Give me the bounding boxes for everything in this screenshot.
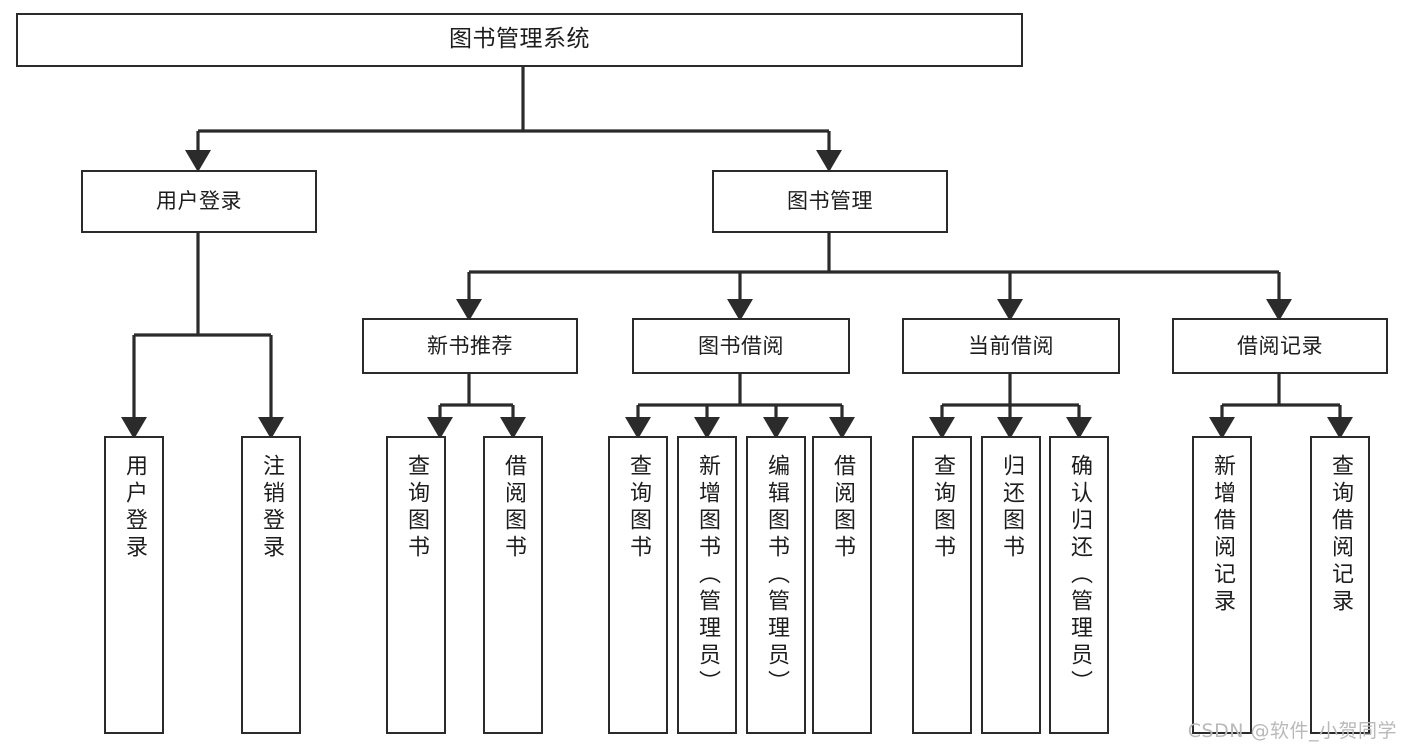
node-leaf-query-book-3-label: 查询图书 bbox=[930, 454, 955, 562]
node-new-book-recommend-label: 新书推荐 bbox=[427, 333, 513, 358]
node-leaf-query-book-3[interactable]: 查询图书 bbox=[912, 436, 972, 734]
node-user-login[interactable]: 用户登录 bbox=[81, 170, 317, 233]
node-leaf-borrow-book-2[interactable]: 借阅图书 bbox=[812, 436, 872, 734]
node-leaf-confirm-return-label: 确认归还（管理员） bbox=[1067, 454, 1092, 697]
node-book-borrow-label: 图书借阅 bbox=[698, 333, 784, 358]
node-borrow-record-label: 借阅记录 bbox=[1237, 333, 1323, 358]
node-leaf-user-login-label: 用户登录 bbox=[122, 454, 147, 562]
node-leaf-add-book[interactable]: 新增图书（管理员） bbox=[677, 436, 737, 734]
node-leaf-add-record[interactable]: 新增借阅记录 bbox=[1192, 436, 1252, 734]
node-leaf-return-book[interactable]: 归还图书 bbox=[981, 436, 1041, 734]
node-leaf-confirm-return[interactable]: 确认归还（管理员） bbox=[1049, 436, 1109, 734]
node-borrow-record[interactable]: 借阅记录 bbox=[1172, 318, 1388, 374]
node-leaf-query-book-2-label: 查询图书 bbox=[626, 454, 651, 562]
node-book-borrow[interactable]: 图书借阅 bbox=[632, 318, 850, 374]
node-leaf-return-book-label: 归还图书 bbox=[999, 454, 1024, 562]
node-leaf-query-book-1-label: 查询图书 bbox=[404, 454, 429, 562]
node-leaf-add-record-label: 新增借阅记录 bbox=[1210, 454, 1235, 616]
node-leaf-borrow-book-1-label: 借阅图书 bbox=[501, 454, 526, 562]
node-current-borrow[interactable]: 当前借阅 bbox=[902, 318, 1120, 374]
node-leaf-query-record-label: 查询借阅记录 bbox=[1328, 454, 1353, 616]
node-root-system[interactable]: 图书管理系统 bbox=[16, 13, 1023, 67]
node-book-manage[interactable]: 图书管理 bbox=[712, 170, 948, 233]
node-leaf-query-book-2[interactable]: 查询图书 bbox=[608, 436, 668, 734]
node-leaf-user-logout-label: 注销登录 bbox=[259, 454, 284, 562]
node-leaf-query-book-1[interactable]: 查询图书 bbox=[386, 436, 446, 734]
node-user-login-label: 用户登录 bbox=[156, 189, 242, 214]
node-leaf-add-book-label: 新增图书（管理员） bbox=[695, 454, 720, 697]
node-leaf-borrow-book-2-label: 借阅图书 bbox=[830, 454, 855, 562]
node-leaf-borrow-book-1[interactable]: 借阅图书 bbox=[483, 436, 543, 734]
node-leaf-user-login[interactable]: 用户登录 bbox=[104, 436, 164, 734]
node-new-book-recommend[interactable]: 新书推荐 bbox=[362, 318, 578, 374]
node-book-manage-label: 图书管理 bbox=[787, 189, 873, 214]
node-leaf-user-logout[interactable]: 注销登录 bbox=[241, 436, 301, 734]
node-leaf-edit-book[interactable]: 编辑图书（管理员） bbox=[746, 436, 806, 734]
node-root-label: 图书管理系统 bbox=[449, 26, 590, 53]
node-leaf-edit-book-label: 编辑图书（管理员） bbox=[764, 454, 789, 697]
node-current-borrow-label: 当前借阅 bbox=[968, 333, 1054, 358]
node-leaf-query-record[interactable]: 查询借阅记录 bbox=[1310, 436, 1370, 734]
